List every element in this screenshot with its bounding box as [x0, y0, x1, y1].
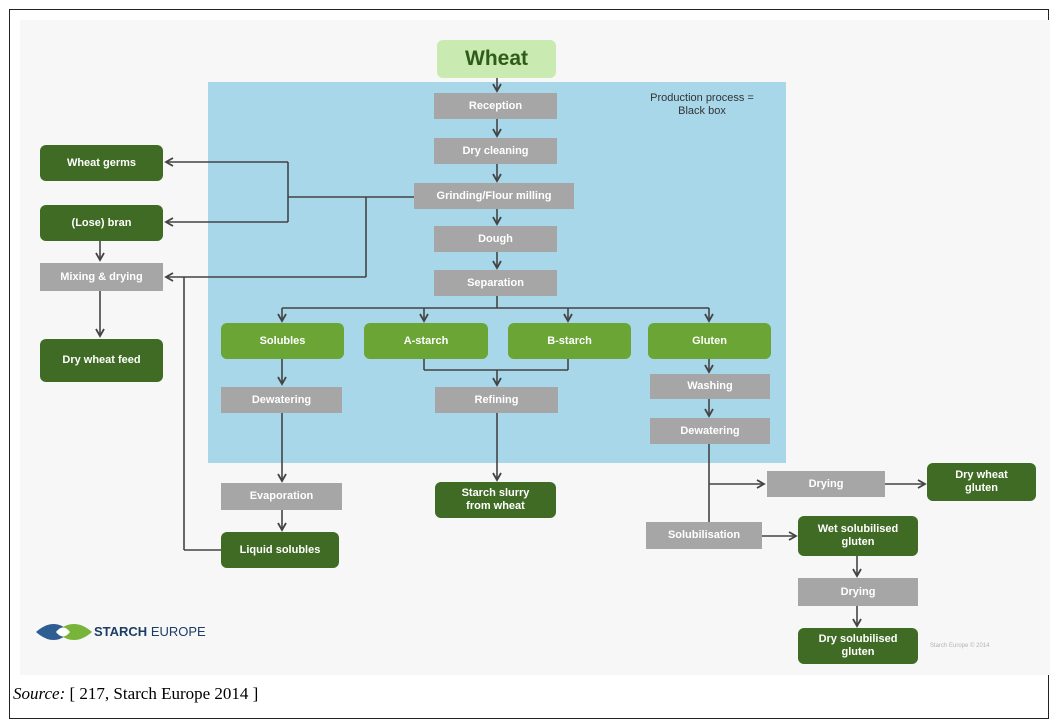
node-drying-solubilised: Drying [798, 578, 918, 606]
node-reception: Reception [434, 93, 557, 119]
node-evaporation: Evaporation [221, 483, 342, 510]
node-gluten: Gluten [648, 323, 771, 359]
node-grinding-flour-milling: Grinding/Flour milling [414, 183, 574, 209]
node-mixing-drying: Mixing & drying [40, 263, 163, 291]
node-lose-bran: (Lose) bran [40, 205, 163, 241]
starch-europe-logo-icon [36, 624, 92, 640]
node-b-starch: B-starch [508, 323, 631, 359]
node-starch-slurry: Starch slurry from wheat [435, 482, 556, 518]
node-drying-gluten: Drying [767, 471, 885, 497]
production-process-note: Production process = Black box [650, 92, 754, 118]
node-solubilisation: Solubilisation [646, 522, 762, 549]
node-solubles: Solubles [221, 323, 344, 359]
node-dry-wheat-gluten: Dry wheat gluten [927, 463, 1036, 501]
node-dewatering-gluten: Dewatering [650, 418, 770, 444]
copyright-note: Starch Europe © 2014 [930, 643, 990, 649]
node-separation: Separation [434, 270, 557, 296]
node-dewatering-solubles: Dewatering [221, 387, 342, 413]
node-wheat-germs: Wheat germs [40, 145, 163, 181]
node-wet-solubilised-gluten: Wet solubilised gluten [798, 516, 918, 556]
node-wheat: Wheat [437, 40, 556, 78]
node-liquid-solubles: Liquid solubles [221, 532, 339, 568]
node-dry-wheat-feed: Dry wheat feed [40, 339, 163, 382]
starch-europe-logo-text: STARCH EUROPE [94, 624, 206, 639]
node-dough: Dough [434, 226, 557, 252]
node-refining: Refining [435, 387, 558, 413]
node-washing: Washing [650, 374, 770, 399]
node-a-starch: A-starch [364, 323, 488, 359]
node-dry-cleaning: Dry cleaning [434, 138, 557, 164]
node-dry-solubilised-gluten: Dry solubilised gluten [798, 628, 918, 664]
source-caption: Source: [ 217, Starch Europe 2014 ] [13, 684, 259, 703]
